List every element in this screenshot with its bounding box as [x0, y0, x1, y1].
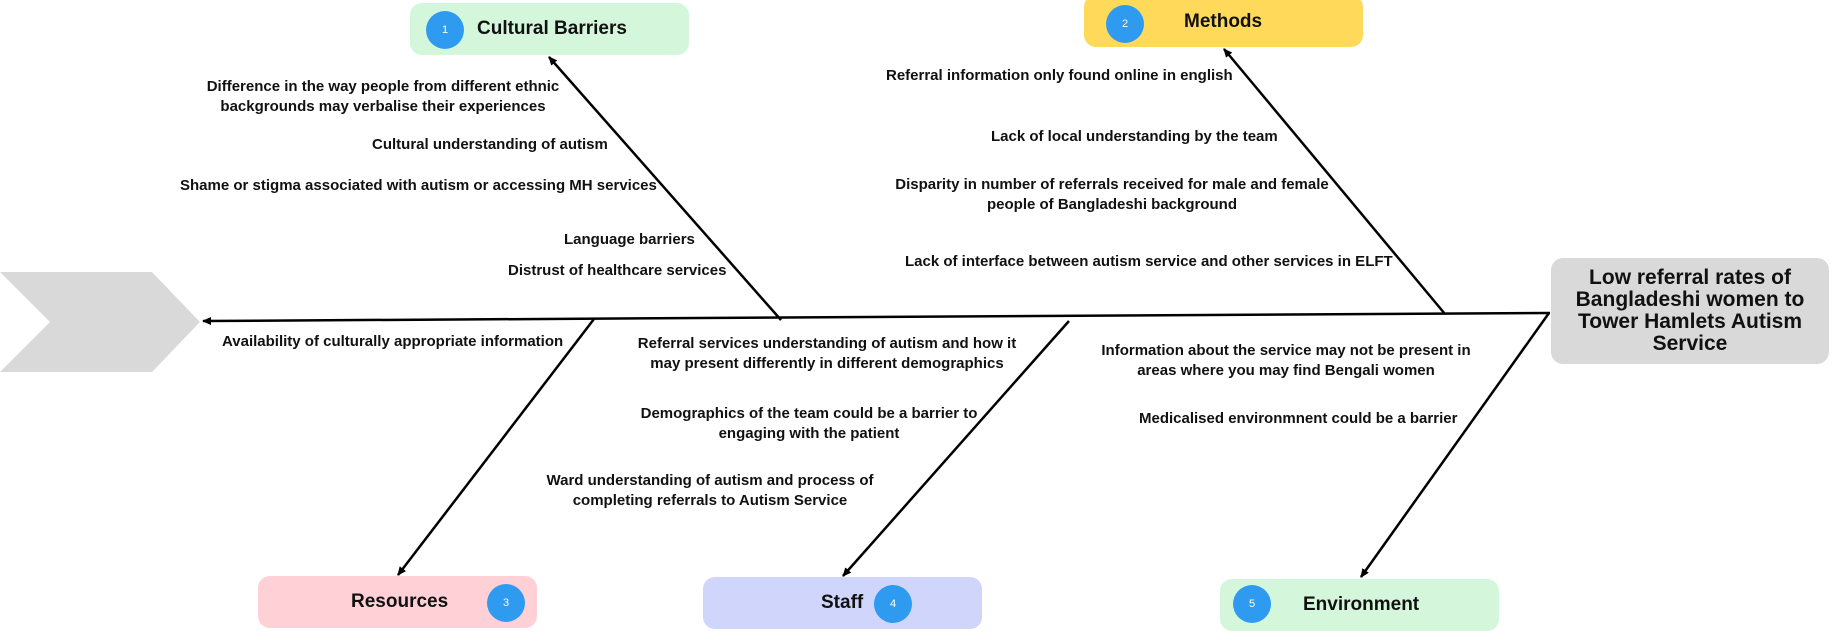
category-number-badge: 2	[1106, 5, 1144, 43]
cause-item: Language barriers	[564, 231, 695, 248]
category-label: Environment	[1303, 594, 1420, 615]
bone-methods	[1223, 48, 1446, 315]
category-resources: Resources 3	[258, 576, 537, 628]
cause-item: Referral information only found online i…	[886, 67, 1233, 84]
category-number-badge: 5	[1233, 585, 1271, 623]
bone-staff	[842, 320, 1070, 577]
cause-item: Lack of local understanding by the team	[991, 128, 1278, 145]
cause-item: Disparity in number of referrals receive…	[895, 176, 1329, 213]
category-cultural-barriers: 1 Cultural Barriers	[410, 3, 689, 55]
category-label: Staff	[821, 592, 864, 613]
bone-environment	[1359, 312, 1551, 578]
cause-item: Cultural understanding of autism	[372, 136, 608, 153]
bone-resources	[397, 318, 595, 576]
effect-problem-statement: Low referral rates of Bangladeshi women …	[1551, 258, 1829, 364]
category-methods: 2 Methods	[1084, 0, 1363, 47]
category-staff: Staff 4	[703, 577, 982, 629]
cause-item: Medicalised environmnent could be a barr…	[1139, 410, 1458, 427]
cause-item: Availability of culturally appropriate i…	[222, 333, 564, 350]
category-number-badge: 4	[874, 585, 912, 623]
category-number-badge: 3	[487, 584, 525, 622]
category-label: Methods	[1184, 11, 1263, 32]
cause-item: Shame or stigma associated with autism o…	[180, 177, 657, 194]
effect-label: Low referral rates of Bangladeshi women …	[1575, 266, 1805, 355]
category-label: Resources	[351, 591, 449, 612]
cause-item: Demographics of the team could be a barr…	[640, 405, 978, 442]
category-number-badge: 1	[426, 11, 464, 49]
tail-chevron	[0, 272, 200, 372]
spine-line	[202, 311, 1551, 325]
cause-item: Information about the service may not be…	[1101, 342, 1471, 379]
cause-item: Distrust of healthcare services	[508, 262, 727, 279]
cause-item: Referral services understanding of autis…	[637, 335, 1017, 372]
cause-item: Lack of interface between autism service…	[905, 253, 1393, 270]
cause-item: Ward understanding of autism and process…	[546, 472, 874, 509]
bone-cultural-barriers	[548, 56, 782, 321]
cause-item: Difference in the way people from differ…	[206, 78, 560, 115]
category-environment: 5 Environment	[1220, 579, 1499, 631]
category-label: Cultural Barriers	[477, 18, 627, 39]
